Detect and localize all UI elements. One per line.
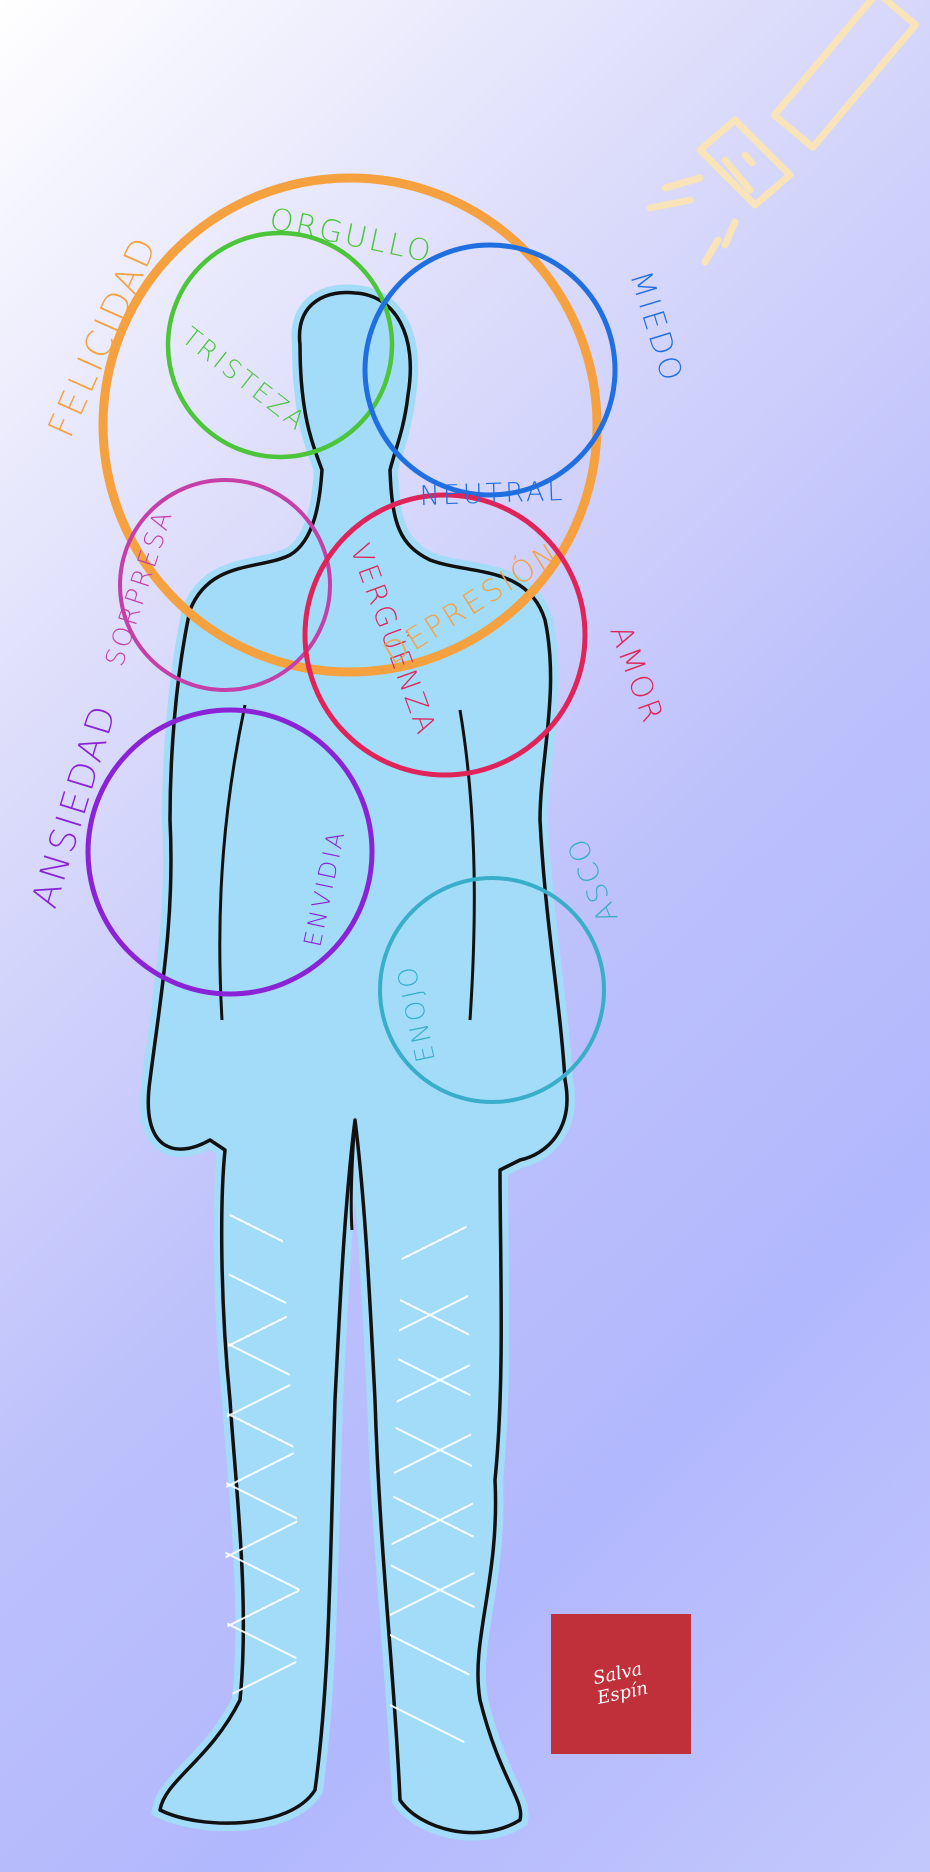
neutral-label: NEUTRAL — [419, 476, 566, 512]
flashlight-icon — [650, 0, 916, 262]
asco-label: ASCO — [560, 831, 625, 927]
ansiedad-label: ANSIEDAD — [24, 699, 125, 913]
salva-espin-logo: Salva Espín — [551, 1614, 691, 1754]
amor-label: AMOR — [602, 621, 670, 730]
logo-text: Salva Espín — [592, 1659, 650, 1709]
miedo-label: MIEDO — [622, 267, 689, 388]
